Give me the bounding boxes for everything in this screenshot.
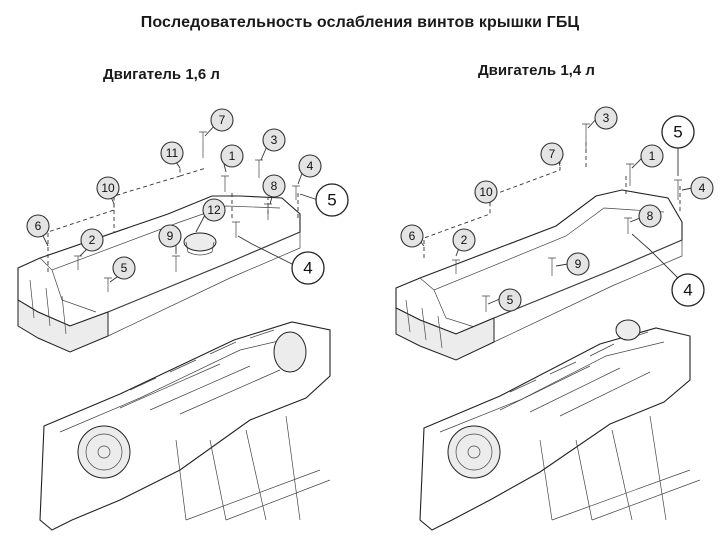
svg-text:5: 5: [121, 261, 128, 275]
left-callout-4-big: 4: [291, 251, 325, 285]
right-callout-2: 2: [452, 228, 476, 252]
svg-text:7: 7: [219, 113, 226, 127]
svg-text:2: 2: [89, 233, 96, 247]
left-callout-4-top: 4: [298, 154, 322, 178]
svg-text:3: 3: [271, 133, 278, 147]
left-callout-11: 11: [160, 141, 184, 165]
left-valve-cover: [17, 123, 319, 353]
svg-text:6: 6: [35, 219, 42, 233]
svg-text:10: 10: [101, 181, 115, 195]
svg-text:8: 8: [271, 179, 278, 193]
svg-text:9: 9: [167, 229, 174, 243]
left-callout-10: 10: [96, 176, 120, 200]
svg-text:12: 12: [207, 203, 221, 217]
right-callout-1: 1: [640, 144, 664, 168]
left-callout-5-big: 5: [315, 183, 349, 217]
left-callout-3: 3: [262, 128, 286, 152]
svg-text:7: 7: [549, 147, 556, 161]
svg-text:5: 5: [327, 191, 336, 210]
svg-text:4: 4: [303, 259, 312, 278]
right-cylinder-head: [419, 319, 701, 531]
left-callout-12: 12: [202, 198, 226, 222]
right-callout-3: 3: [594, 106, 618, 130]
svg-text:5: 5: [507, 293, 514, 307]
left-callout-8: 8: [262, 174, 286, 198]
left-callout-9: 9: [158, 224, 182, 248]
right-callout-4-big: 4: [671, 273, 705, 307]
left-callout-2: 2: [80, 228, 104, 252]
right-callout-5: 5: [498, 288, 522, 312]
right-callout-8: 8: [638, 204, 662, 228]
engine-label-1-4: Двигатель 1,4 л: [478, 62, 595, 79]
right-callout-5-big: 5: [661, 115, 695, 149]
right-callout-6: 6: [400, 224, 424, 248]
right-callout-10: 10: [474, 180, 498, 204]
svg-text:10: 10: [479, 185, 493, 199]
left-callout-1: 1: [220, 144, 244, 168]
svg-text:1: 1: [229, 149, 236, 163]
engine-label-1-6: Двигатель 1,6 л: [103, 66, 220, 83]
diagram-title: Последовательность ослабления винтов кры…: [140, 14, 580, 31]
svg-text:9: 9: [575, 257, 582, 271]
svg-text:5: 5: [673, 123, 682, 142]
svg-text:1: 1: [649, 149, 656, 163]
svg-text:6: 6: [409, 229, 416, 243]
right-callout-4-top: 4: [690, 176, 714, 200]
left-callout-7: 7: [210, 108, 234, 132]
right-callout-7: 7: [540, 142, 564, 166]
svg-text:2: 2: [461, 233, 468, 247]
left-callout-5: 5: [112, 256, 136, 280]
left-callout-6: 6: [26, 214, 50, 238]
left-cylinder-head: [39, 321, 331, 531]
svg-text:3: 3: [603, 111, 610, 125]
svg-text:4: 4: [683, 281, 692, 300]
svg-text:8: 8: [647, 209, 654, 223]
right-callout-9: 9: [566, 252, 590, 276]
svg-text:4: 4: [699, 181, 706, 195]
svg-text:4: 4: [307, 159, 314, 173]
svg-text:11: 11: [166, 146, 179, 160]
